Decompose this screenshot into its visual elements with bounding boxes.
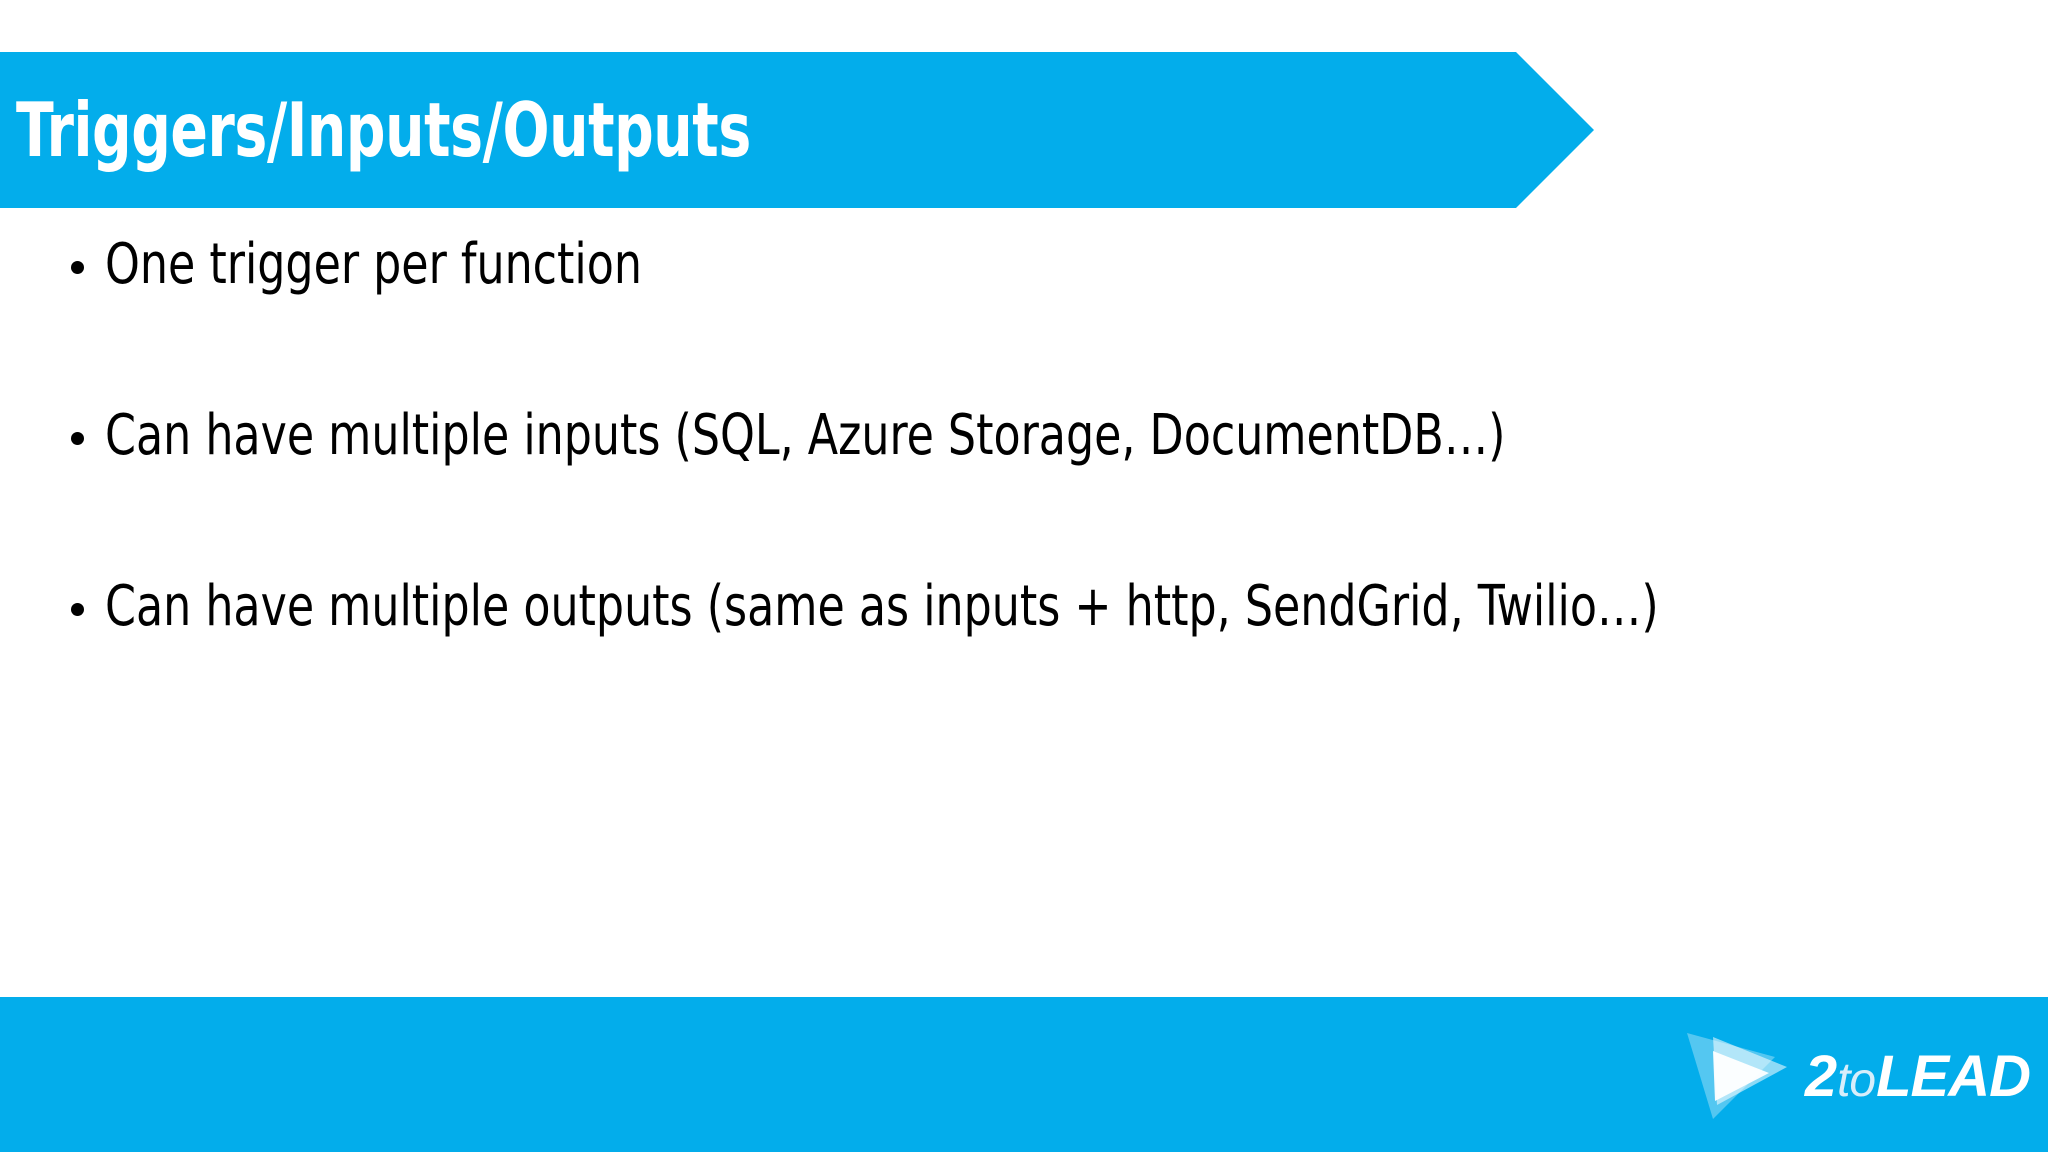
title-banner-shape (0, 52, 1594, 208)
bullet-dot-icon (71, 261, 84, 274)
bullet-list: One trigger per function Can have multip… (0, 228, 2000, 741)
bullet-text: One trigger per function (105, 232, 642, 297)
logo-text-lead: LEAD (1876, 1044, 2031, 1109)
bullet-text: Can have multiple outputs (same as input… (105, 574, 1659, 639)
list-item: One trigger per function (0, 228, 2000, 399)
page-title: Triggers/Inputs/Outputs (16, 85, 751, 174)
brand-logo: 2 to LEAD (1683, 1026, 2031, 1128)
bullet-dot-icon (71, 603, 84, 616)
logo-text-to: to (1837, 1054, 1876, 1107)
list-item: Can have multiple outputs (same as input… (0, 570, 2000, 741)
footer-bar (0, 997, 2048, 1152)
list-item: Can have multiple inputs (SQL, Azure Sto… (0, 399, 2000, 570)
bullet-text: Can have multiple inputs (SQL, Azure Sto… (105, 403, 1506, 468)
logo-wordmark: 2 to LEAD (1804, 1044, 2031, 1109)
logo-text-two: 2 (1804, 1044, 1837, 1109)
play-triangle-icon (1683, 1027, 1795, 1127)
bullet-dot-icon (71, 432, 84, 445)
